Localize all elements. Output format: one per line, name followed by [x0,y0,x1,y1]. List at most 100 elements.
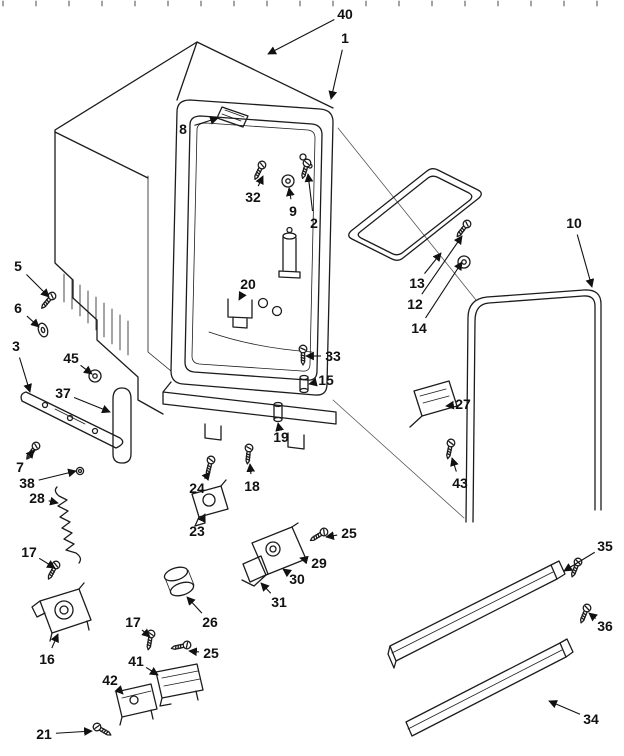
tub-hatching [63,273,129,356]
callout-2: 2 [310,215,318,231]
callout-leader-35 [563,551,596,572]
callout-leader-45 [80,364,93,375]
callout-14: 14 [411,320,427,336]
callout-leader-12 [421,235,463,295]
callout-leader-41 [145,666,159,676]
bracket-42 [115,683,158,726]
toe-panel-35 [387,560,566,669]
pump-16 [31,582,92,642]
screw-32 [250,159,268,182]
callout-leader-6 [26,315,40,328]
screw-2 [298,157,313,181]
callout-leader-36 [588,612,598,622]
callout-leader-40 [267,19,335,55]
callout-leader-15 [308,377,318,387]
callout-leader-13 [424,252,442,274]
screw-17-mid [143,628,157,652]
callout-16: 16 [39,651,55,667]
tub-base-frame [162,381,337,450]
callout-leader-24 [201,471,211,481]
callout-24: 24 [189,480,205,496]
callout-leader-32 [255,175,264,187]
bracket-41 [155,663,204,707]
callout-leader-38 [38,468,77,481]
callout-17b: 17 [125,614,141,630]
callout-10: 10 [566,215,582,231]
callout-29: 29 [311,555,327,571]
callout-27: 27 [455,396,471,412]
tub-top-edges [54,41,334,179]
callout-leader-3 [18,357,32,393]
tub-front-frame-inner [184,115,323,381]
callout-8: 8 [179,121,187,137]
callout-leader-5 [26,274,50,298]
callout-25b: 25 [203,645,219,661]
callout-leader-27 [445,400,455,410]
callout-9: 9 [289,203,297,219]
callout-3: 3 [12,338,20,354]
callout-35: 35 [597,538,613,554]
callout-26: 26 [202,614,218,630]
door-track-10 [465,289,602,523]
screw-33 [298,344,308,366]
spacer-15 [299,374,309,394]
callout-leader-21 [55,727,93,736]
callout-40: 40 [337,6,353,22]
callout-45: 45 [63,350,79,366]
callout-30: 30 [289,571,305,587]
callout-36: 36 [597,618,613,634]
screw-5 [38,289,59,312]
callout-15: 15 [318,372,334,388]
callout-38: 38 [19,475,35,491]
callout-5: 5 [14,258,22,274]
tub-left-inner-wall [147,175,172,372]
tub-left-outline [54,41,198,415]
callout-28: 28 [29,490,45,506]
tub-front-frame-outer [170,99,334,396]
floor-bracket-20 [227,298,253,329]
callout-leader-42 [114,685,124,695]
callout-leader-28 [48,496,59,506]
callout-1: 1 [341,30,349,46]
grommet-9 [281,174,295,188]
callout-19: 19 [273,429,289,445]
spring-28 [54,486,82,564]
screw-12 [453,218,473,240]
callout-23: 23 [189,523,205,539]
callout-43: 43 [452,475,468,491]
callout-leader-25b [188,647,200,657]
callout-21: 21 [36,726,52,742]
callout-42: 42 [102,672,118,688]
callout-leader-1 [328,49,343,100]
callout-25a: 25 [341,525,357,541]
callout-7: 7 [16,459,24,475]
page-edge-ticks [2,0,598,7]
callout-leader-9 [286,187,295,200]
callout-leader-29 [299,555,309,565]
screw-18 [242,443,254,465]
callout-leader-17b [141,628,151,638]
grommet-45 [88,369,102,383]
callout-leader-16 [50,633,59,649]
spacer-19 [273,401,283,423]
callout-leader-31 [260,582,272,594]
callout-34: 34 [583,711,599,727]
mount-rail-3 [20,391,124,449]
callout-leader-26 [186,596,203,614]
nut-38 [75,466,85,476]
hose-37 [112,387,132,464]
floor-curve [208,331,313,353]
screw-21 [91,721,114,739]
callout-leader-34 [548,700,581,715]
alignment-lines [332,127,477,519]
tub-front-frame-inner2 [191,122,316,372]
callout-leader-14 [425,261,463,319]
back-wall-hole [299,153,307,161]
callout-41: 41 [128,653,144,669]
callout-31: 31 [271,594,287,610]
callout-leader-7 [25,449,35,459]
screw-25-right [307,526,330,545]
callout-leader-20 [238,290,247,301]
